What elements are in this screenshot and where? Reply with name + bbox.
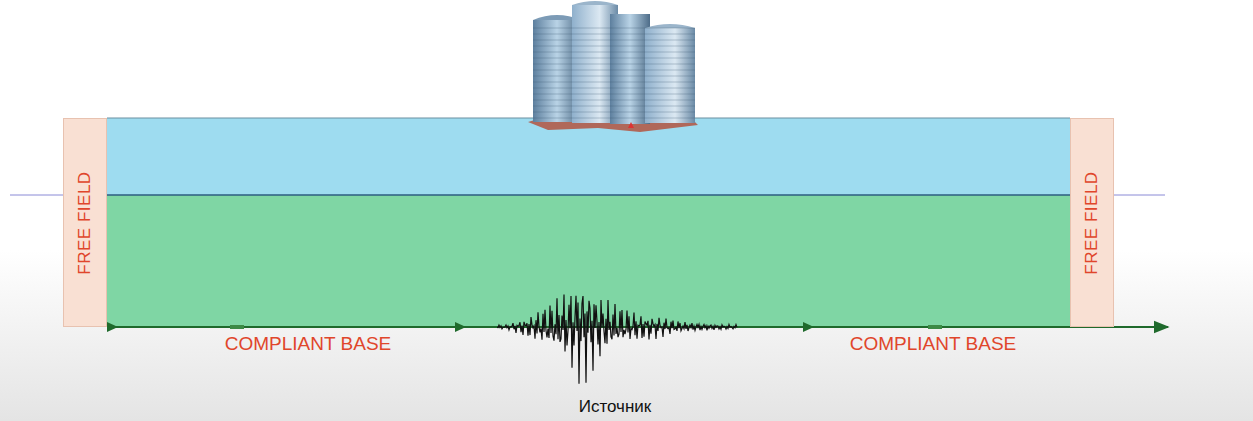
building-illustration [528, 1, 698, 132]
base-label: COMPLIANT BASE [850, 333, 1016, 355]
upper-soil-layer [107, 118, 1070, 195]
layer-boundary [107, 194, 1070, 196]
base-label: COMPLIANT BASE [225, 333, 391, 355]
free-field-boundary: FREE FIELD [63, 118, 107, 327]
boundary-label: FREE FIELD [1082, 171, 1102, 274]
free-field-boundary: FREE FIELD [1070, 118, 1114, 327]
seismogram-source [497, 294, 737, 383]
reference-line [10, 195, 1165, 196]
boundary-label: FREE FIELD [75, 171, 95, 274]
source-label: Источник [579, 397, 652, 417]
